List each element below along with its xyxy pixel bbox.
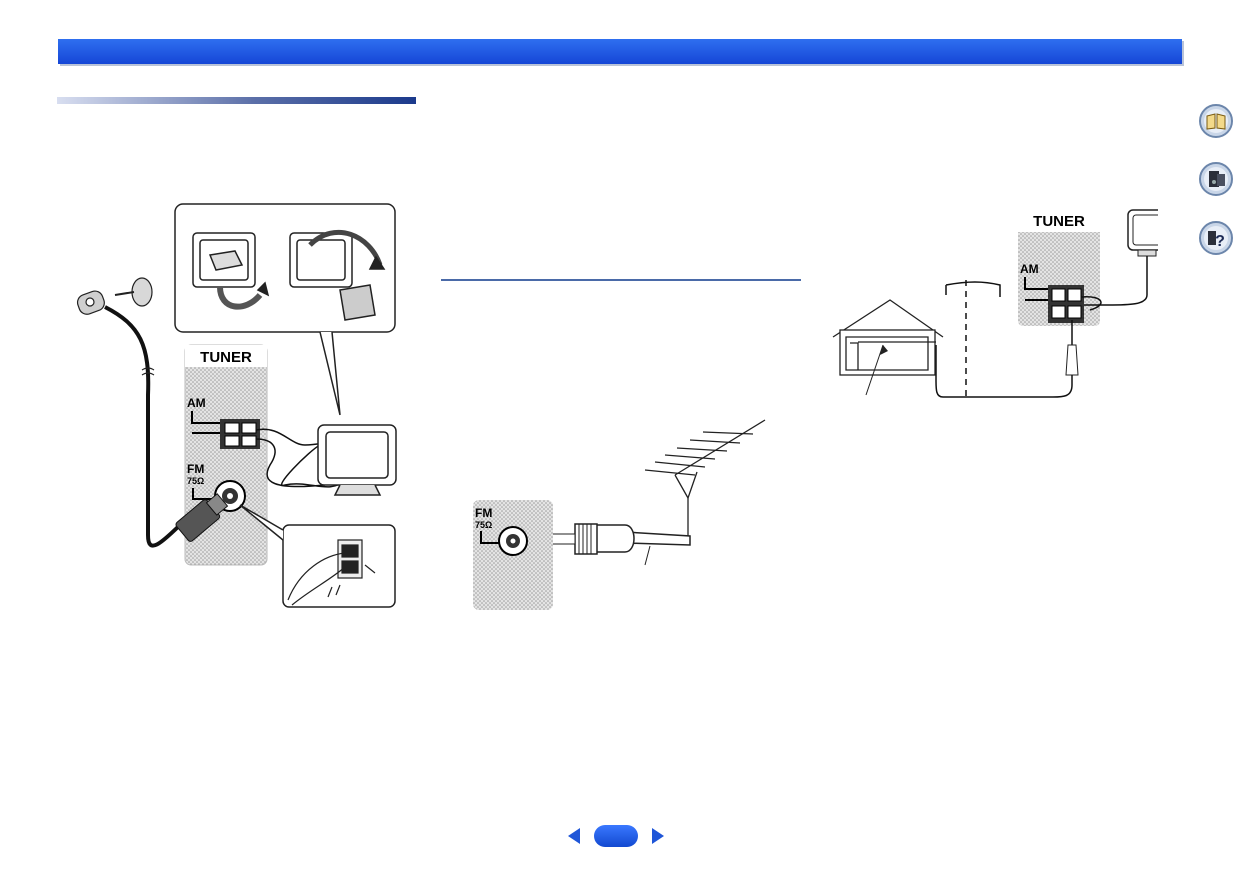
section-heading-rule (57, 97, 416, 104)
page-header-bar (58, 39, 1182, 64)
svg-text:?: ? (1215, 233, 1225, 250)
outdoor-fm-antenna-figure: FM 75Ω (473, 419, 766, 610)
fm-impedance-label: 75Ω (475, 520, 492, 530)
page-number-button[interactable] (594, 825, 638, 847)
am-label: AM (187, 396, 206, 410)
tuner-label: TUNER (1033, 213, 1085, 230)
am-fm-antenna-connection-figure: TUNER AM FM 75Ω (76, 203, 397, 608)
fm-label: FM (475, 506, 492, 520)
tuner-label: TUNER (200, 349, 252, 366)
previous-page-icon[interactable] (566, 827, 582, 845)
next-page-icon[interactable] (650, 827, 666, 845)
manual-book-icon[interactable] (1199, 104, 1233, 138)
am-label: AM (1020, 262, 1039, 276)
receiver-icon[interactable] (1199, 162, 1233, 196)
fm-impedance-label: 75Ω (187, 476, 204, 486)
page-navigation (566, 822, 666, 850)
subsection-rule (441, 279, 801, 281)
outdoor-am-antenna-figure: TUNER AM (832, 208, 1158, 400)
fm-label: FM (187, 462, 204, 476)
help-question-icon[interactable]: ? (1199, 221, 1233, 255)
